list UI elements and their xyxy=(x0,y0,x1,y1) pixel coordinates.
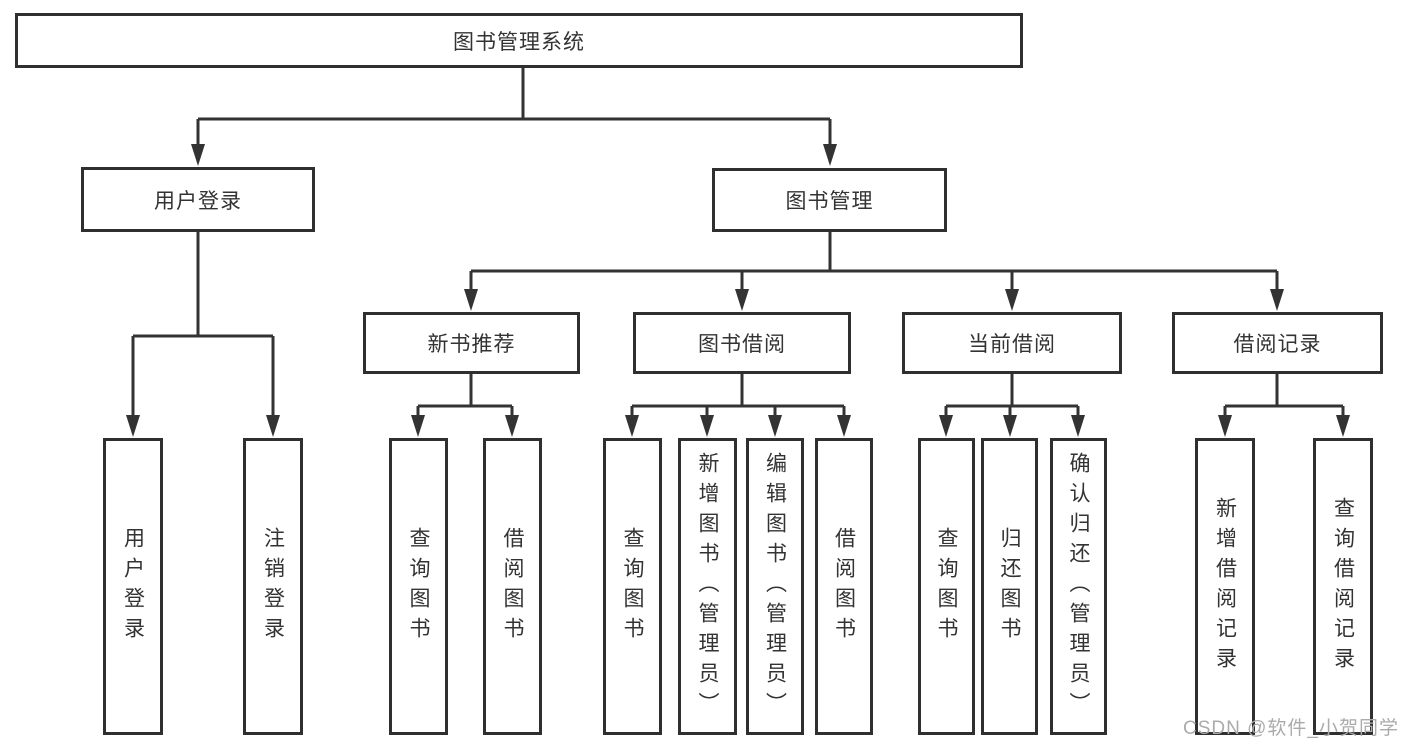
leaf-logout: 注销登录 xyxy=(243,438,303,735)
node-label: 借阅记录 xyxy=(1233,333,1322,356)
leaf-label: 查询图书 xyxy=(621,526,644,647)
leaf-query-books-current: 查询图书 xyxy=(918,438,975,735)
node-library-system: 图书管理系统 xyxy=(15,13,1023,68)
node-label: 图书管理 xyxy=(785,190,874,213)
leaf-label: 查询图书 xyxy=(935,526,958,647)
leaf-label: 新增借阅记录 xyxy=(1213,496,1237,677)
node-label: 当前借阅 xyxy=(968,333,1056,356)
node-label: 用户登录 xyxy=(154,189,242,213)
leaf-label: 编辑图书（管理员） xyxy=(763,451,787,722)
leaf-label: 用户登录 xyxy=(121,526,145,647)
leaf-borrow-books-recommend: 借阅图书 xyxy=(483,438,542,735)
node-user-login: 用户登录 xyxy=(81,167,315,232)
leaf-add-borrow-record: 新增借阅记录 xyxy=(1195,438,1255,735)
leaf-edit-book-admin: 编辑图书（管理员） xyxy=(746,438,804,735)
leaf-label: 借阅图书 xyxy=(501,526,524,647)
leaf-query-books-recommend: 查询图书 xyxy=(389,438,448,735)
leaf-label: 查询图书 xyxy=(407,526,430,647)
csdn-watermark: CSDN @软件_小贺同学 xyxy=(1183,718,1399,739)
leaf-label: 归还图书 xyxy=(998,526,1021,647)
node-new-book-recommend: 新书推荐 xyxy=(363,312,580,374)
leaf-borrow-books-borrowing: 借阅图书 xyxy=(815,438,873,735)
leaf-query-books-borrowing: 查询图书 xyxy=(603,438,662,735)
node-book-management: 图书管理 xyxy=(712,168,947,232)
leaf-user-login: 用户登录 xyxy=(103,438,163,735)
leaf-label: 新增图书（管理员） xyxy=(696,451,719,722)
node-current-borrowing: 当前借阅 xyxy=(902,312,1122,374)
leaf-label: 查询借阅记录 xyxy=(1331,496,1355,677)
leaf-confirm-return-admin: 确认归还（管理员） xyxy=(1050,438,1107,735)
node-book-borrowing: 图书借阅 xyxy=(633,312,851,374)
node-label: 图书借阅 xyxy=(698,333,786,356)
node-label: 图书管理系统 xyxy=(453,30,585,54)
arrowheads xyxy=(126,144,1350,437)
leaf-label: 借阅图书 xyxy=(832,526,856,647)
leaf-add-book-admin: 新增图书（管理员） xyxy=(678,438,737,735)
node-borrowing-records: 借阅记录 xyxy=(1172,312,1383,374)
leaf-label: 注销登录 xyxy=(261,526,285,647)
node-label: 新书推荐 xyxy=(427,333,516,356)
leaf-label: 确认归还（管理员） xyxy=(1067,451,1090,722)
leaf-query-borrow-record: 查询借阅记录 xyxy=(1313,438,1373,735)
leaf-return-book: 归还图书 xyxy=(981,438,1038,735)
